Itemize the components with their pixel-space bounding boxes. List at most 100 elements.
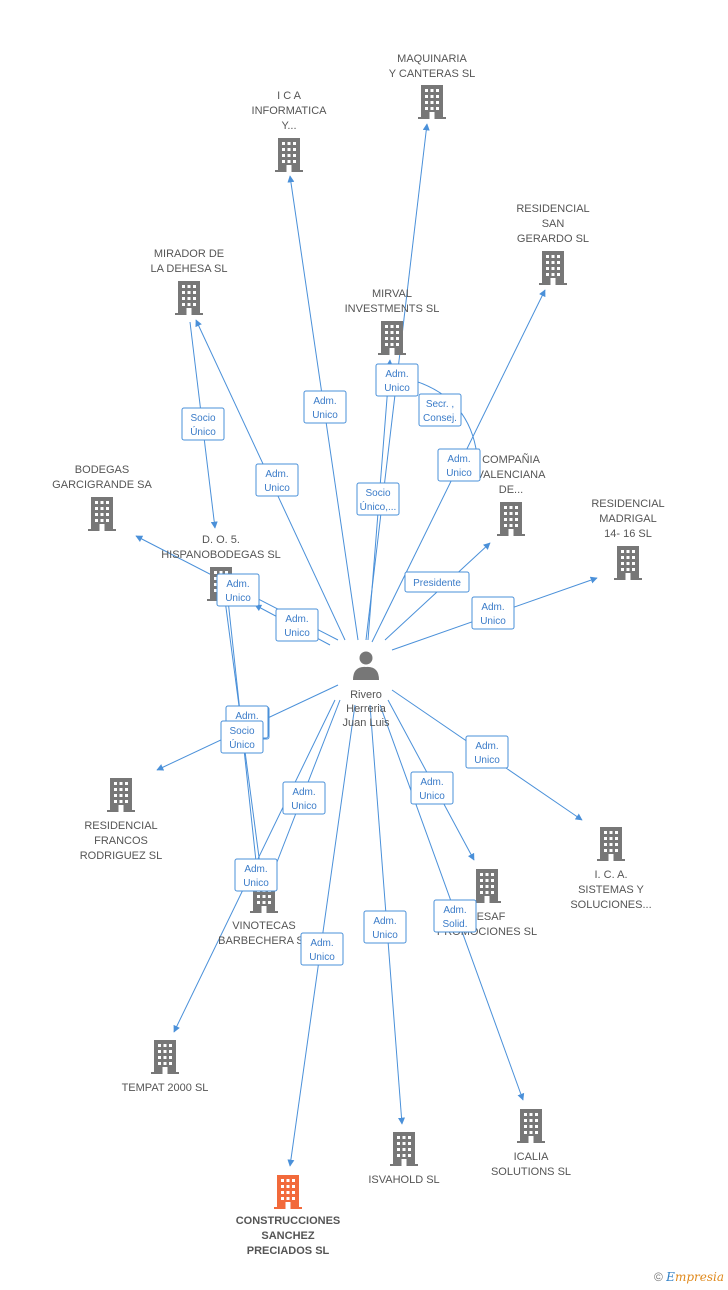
person-icon[interactable] (353, 651, 379, 681)
relation-desaf-12-label[interactable]: Adm.Unico (410, 771, 454, 805)
building-icon[interactable] (274, 1175, 302, 1209)
relation-residencial-san-gerardo-2-label[interactable]: Adm.Unico (437, 448, 481, 482)
building-icon[interactable] (151, 1040, 179, 1074)
relation-residencial-madrigal-9-label-text: Adm. (481, 602, 504, 613)
building-icon[interactable] (378, 321, 406, 355)
relation-vinotecas-13-label-box[interactable] (282, 781, 326, 815)
building-icon[interactable] (597, 827, 625, 861)
person-head (359, 651, 373, 665)
relation-residencial-madrigal-9-label[interactable]: Adm. Unico (471, 596, 515, 630)
building-icon[interactable] (497, 502, 525, 536)
edges-layer (135, 123, 598, 1167)
relation-isvahold-16-label[interactable]: Adm.Unico (363, 910, 407, 944)
building-icon[interactable] (175, 281, 203, 315)
company-label-line: PRECIADOS SL (247, 1245, 330, 1257)
building-icon[interactable] (517, 1109, 545, 1143)
company-node-tempat[interactable]: TEMPAT 2000 SL (122, 1040, 209, 1094)
building-icon[interactable] (390, 1132, 418, 1166)
building-icon[interactable] (107, 778, 135, 812)
company-node-dos-hispanobodegas[interactable]: D. O. 5.HISPANOBODEGAS SL (161, 534, 281, 601)
relation-compania-valenciana-5-label-box[interactable] (418, 393, 462, 427)
relation-isvahold-16-label-text: Adm. (373, 916, 396, 927)
secondary-relation-dos-hispanobodegas-2-label-box[interactable] (220, 720, 264, 754)
center-person-label: Rivero (350, 689, 382, 701)
relation-ica-informatica-1-label-box[interactable] (303, 390, 347, 424)
company-label-line: VINOTECAS (232, 920, 296, 932)
relation-mirval-4-label-box[interactable] (356, 482, 400, 516)
building-icon[interactable] (539, 251, 567, 285)
relation-compania-valenciana-6-label-box[interactable] (404, 571, 470, 593)
relation-tempat-14-label-box[interactable] (234, 858, 278, 892)
company-label-line: SAN (542, 218, 565, 230)
relation-bodegas-7-label[interactable]: Adm.Unico (216, 573, 260, 607)
building-icon[interactable] (614, 546, 642, 580)
company-label-line: INVESTMENTS SL (345, 303, 440, 315)
relation-ica-sistemas-11-label-box[interactable] (465, 735, 509, 769)
relation-desaf-12-label-box[interactable] (410, 771, 454, 805)
company-label-line: RODRIGUEZ SL (80, 850, 163, 862)
company-label-line: GARCIGRANDE SA (52, 479, 152, 491)
company-node-mirval[interactable]: MIRVAL INVESTMENTS SL (345, 288, 440, 355)
company-node-ica-sistemas[interactable]: I. C. A.SISTEMAS YSOLUCIONES... (570, 827, 652, 911)
center-person-label: Juan Luis (342, 717, 390, 729)
company-node-bodegas[interactable]: BODEGAS GARCIGRANDE SA (52, 464, 152, 531)
relation-mirval-4-label[interactable]: SocioÚnico,... (356, 482, 400, 516)
secondary-relation-mirador-0-label-box[interactable] (181, 407, 225, 441)
relation-maquinaria-0-label-box[interactable] (375, 363, 419, 397)
building-icon[interactable] (418, 85, 446, 119)
relation-mirador-3-label[interactable]: Adm.Unico (255, 463, 299, 497)
relation-dos-hispanobodegas-8-label-box[interactable] (275, 608, 319, 642)
relation-maquinaria-0-label-text: Adm. (385, 369, 408, 380)
company-node-isvahold[interactable]: ISVAHOLD SL (368, 1132, 440, 1186)
relation-construcciones-15-label[interactable]: Adm.Unico (300, 932, 344, 966)
company-node-ica-informatica[interactable]: I C AINFORMATICAY... (252, 90, 328, 172)
relation-icalia-17-label-box[interactable] (433, 899, 477, 933)
company-label-line: SISTEMAS Y (578, 884, 644, 896)
relation-ica-informatica-1-label[interactable]: Adm.Unico (303, 390, 347, 424)
building-icon[interactable] (88, 497, 116, 531)
building-icon[interactable] (275, 138, 303, 172)
secondary-relation-dos-hispanobodegas-2-label-text: Socio (229, 726, 254, 737)
relation-maquinaria-0-label-text: Unico (384, 383, 410, 394)
relation-maquinaria-0-label[interactable]: Adm. Unico (375, 363, 419, 397)
company-label-line: Y... (281, 120, 296, 132)
company-label-line: BARBECHERA SL (218, 935, 310, 947)
company-label-line: HISPANOBODEGAS SL (161, 549, 281, 561)
relation-compania-valenciana-6-label[interactable]: Presidente (404, 571, 470, 593)
brand-logo[interactable]: Empresia (666, 1270, 724, 1284)
company-node-compania-valenciana[interactable]: COMPAÑIAVALENCIANADE... (477, 453, 547, 536)
relation-mirador-3-label-text: Adm. (265, 469, 288, 480)
company-label-line: BODEGAS (75, 464, 129, 476)
relation-dos-hispanobodegas-8-label[interactable]: Adm.Unico (275, 608, 319, 642)
relation-vinotecas-13-label[interactable]: Adm.Unico (282, 781, 326, 815)
relation-ica-sistemas-11-label[interactable]: Adm.Unico (465, 735, 509, 769)
relation-residencial-san-gerardo-2-label-box[interactable] (437, 448, 481, 482)
company-node-vinotecas[interactable]: VINOTECAS BARBECHERA SL (218, 879, 310, 947)
building-icon[interactable] (473, 869, 501, 903)
company-label-line: MIRVAL (372, 288, 412, 300)
company-label-line: RESIDENCIAL (84, 820, 157, 832)
relation-residencial-madrigal-9-label-box[interactable] (471, 596, 515, 630)
relation-tempat-14-label[interactable]: Adm.Unico (234, 858, 278, 892)
relation-bodegas-7-label-box[interactable] (216, 573, 260, 607)
relation-compania-valenciana-5-label[interactable]: Secr. ,Consej. (418, 393, 462, 427)
relation-mirador-3-label-box[interactable] (255, 463, 299, 497)
relation-residencial-madrigal-9-label-text: Unico (480, 616, 506, 627)
relation-isvahold-16-label-box[interactable] (363, 910, 407, 944)
relation-icalia-17-label[interactable]: Adm.Solid. (433, 899, 477, 933)
company-label-line: INFORMATICA (252, 105, 328, 117)
relation-ica-informatica-1-label-text: Unico (312, 410, 338, 421)
relation-residencial-san-gerardo-2-label-text: Adm. (447, 454, 470, 465)
relation-construcciones-15-label-box[interactable] (300, 932, 344, 966)
company-label-line: SOLUCIONES... (570, 899, 651, 911)
